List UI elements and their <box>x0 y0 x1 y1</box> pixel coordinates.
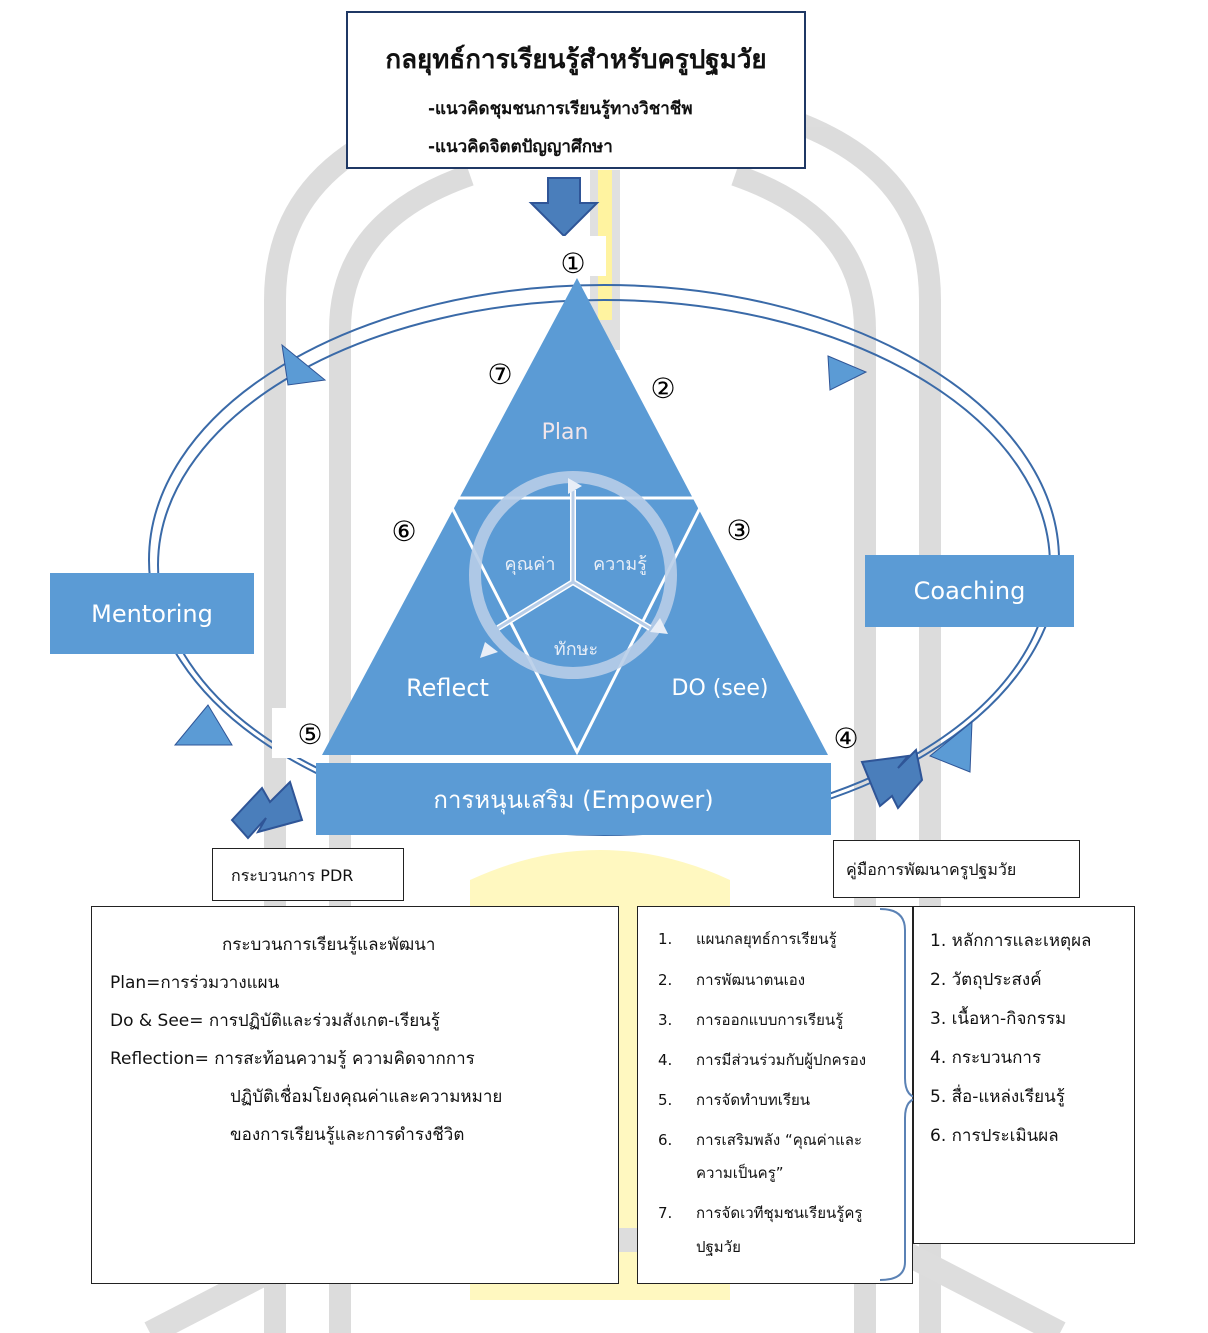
strategy-title: กลยุทธ์การเรียนรู้สำหรับครูปฐมวัย <box>385 45 767 75</box>
step-number-6: ⑥ <box>391 515 417 548</box>
step-number-3: ③ <box>726 514 752 547</box>
component-item: 3. เนื้อหา-กิจกรรม <box>930 1009 1067 1029</box>
pdr-line-do: Do & See= การปฏิบัติและร่วมสังเกต-เรียนร… <box>110 1011 440 1031</box>
step-number-1: ① <box>560 247 586 280</box>
step-number-7: ⑦ <box>487 358 513 391</box>
empower-arrow-left-icon <box>230 780 304 840</box>
do-see-label: DO (see) <box>671 676 769 701</box>
component-item: 4. กระบวนการ <box>930 1048 1042 1068</box>
ellipse-arrow-icon <box>281 343 327 386</box>
skill-label: ทักษะ <box>553 639 599 660</box>
component-item: 5. สื่อ-แหล่งเรียนรู้ <box>930 1087 1065 1107</box>
step-number-4: ④ <box>833 722 859 755</box>
pdr-heading: กระบวนการเรียนรู้และพัฒนา <box>222 935 436 955</box>
manual-list-box: 1.แผนกลยุทธ์การเรียนรู้ 2.การพัฒนาตนเอง … <box>637 906 913 1284</box>
empower-box: การหนุนเสริม (Empower) <box>316 763 831 835</box>
components-box: 1. หลักการและเหตุผล 2. วัตถุประสงค์ 3. เ… <box>913 906 1135 1244</box>
list-item: 4.การมีส่วนร่วมกับผู้ปกครอง <box>658 1051 867 1069</box>
pdr-description-box: กระบวนการเรียนรู้และพัฒนา Plan=การร่วมวา… <box>91 906 619 1284</box>
step-number-2: ② <box>650 372 676 405</box>
list-item-continued: ความเป็นครู” <box>696 1164 784 1182</box>
coaching-label: Coaching <box>913 577 1026 605</box>
component-item: 6. การประเมินผล <box>930 1126 1059 1146</box>
manual-label: คู่มือการพัฒนาครูปฐมวัย <box>846 860 1017 879</box>
reflect-label: Reflect <box>406 674 489 702</box>
pdr-line-reflection-2: ปฏิบัติเชื่อมโยงคุณค่าและความหมาย <box>230 1087 503 1107</box>
value-label: คุณค่า <box>504 554 556 575</box>
component-item: 1. หลักการและเหตุผล <box>930 931 1092 951</box>
strategy-line-1: -แนวคิดชุมชนการเรียนรู้ทางวิชาชีพ <box>428 99 693 119</box>
list-item-continued: ปฐมวัย <box>696 1238 741 1256</box>
manual-label-box: คู่มือการพัฒนาครูปฐมวัย <box>833 840 1080 898</box>
knowledge-label: ความรู้ <box>593 554 647 575</box>
list-item: 1.แผนกลยุทธ์การเรียนรู้ <box>658 930 837 948</box>
list-item: 2.การพัฒนาตนเอง <box>658 971 806 989</box>
empower-arrow-right-icon <box>860 747 924 810</box>
cycle-ring <box>469 471 677 679</box>
component-item: 2. วัตถุประสงค์ <box>930 970 1042 990</box>
pdr-line-reflection-3: ของการเรียนรู้และการดำรงชีวิต <box>230 1125 465 1145</box>
list-item: 3.การออกแบบการเรียนรู้ <box>658 1011 844 1029</box>
ellipse-arrow-icon <box>827 355 868 391</box>
down-arrow-icon <box>528 177 600 238</box>
pdr-process-label: กระบวนการ PDR <box>231 866 354 885</box>
strategy-line-2: -แนวคิดจิตตปัญญาศึกษา <box>428 137 613 157</box>
pdr-process-label-box: กระบวนการ PDR <box>212 848 404 901</box>
step-number-5: ⑤ <box>297 718 323 751</box>
ellipse-arrow-icon <box>173 704 233 746</box>
list-item: 5.การจัดทำบทเรียน <box>658 1091 811 1109</box>
list-item: 6.การเสริมพลัง “คุณค่าและ <box>658 1131 863 1149</box>
empower-label: การหนุนเสริม (Empower) <box>433 785 714 814</box>
mentoring-box: Mentoring <box>50 573 254 654</box>
plan-label: Plan <box>541 420 589 445</box>
pdr-line-reflection: Reflection= การสะท้อนความรู้ ความคิดจากก… <box>110 1049 475 1069</box>
coaching-box: Coaching <box>865 555 1074 627</box>
list-item: 7.การจัดเวทีชุมชนเรียนรู้ครู <box>658 1204 863 1222</box>
ellipse-arrow-icon <box>929 720 973 773</box>
strategy-title-box: กลยุทธ์การเรียนรู้สำหรับครูปฐมวัย -แนวคิ… <box>346 11 806 169</box>
pdr-line-plan: Plan=การร่วมวางแผน <box>110 973 280 993</box>
mentoring-label: Mentoring <box>91 599 213 628</box>
